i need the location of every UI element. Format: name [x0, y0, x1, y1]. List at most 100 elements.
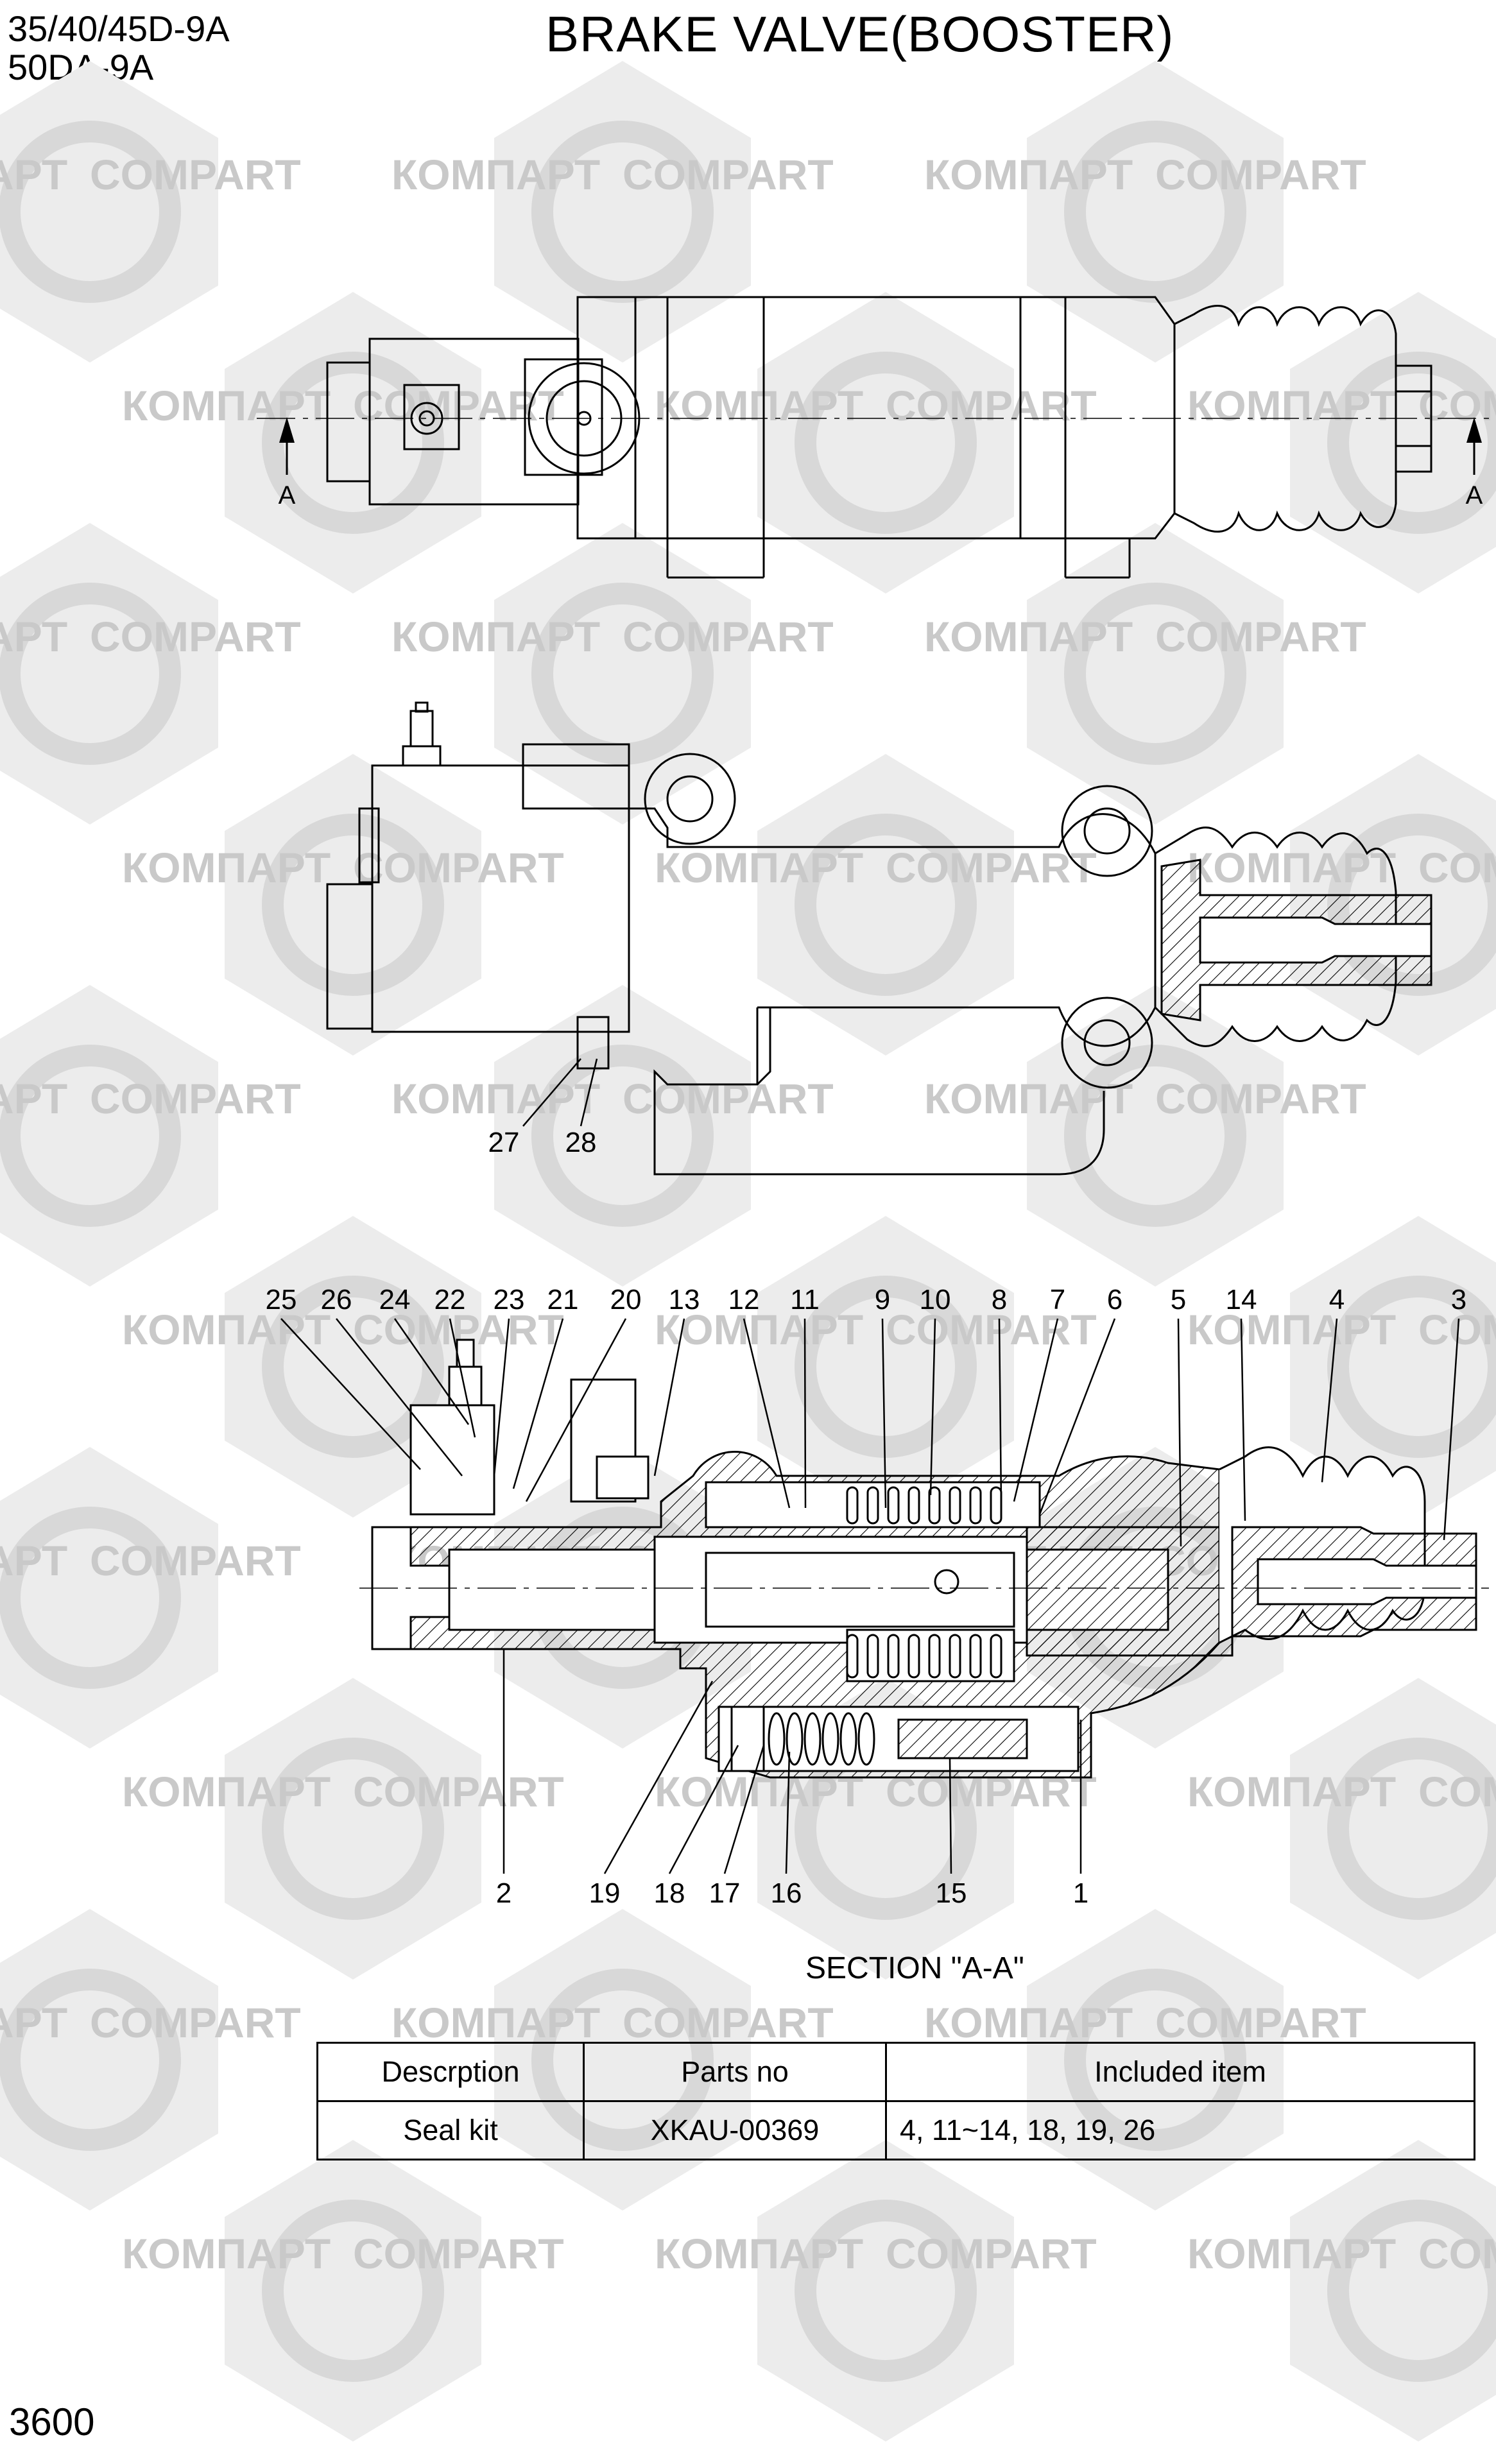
watermark-text: COMPART	[1418, 844, 1496, 891]
callout-21: 21	[547, 1284, 579, 1315]
cell-parts-no: XKAU-00369	[583, 2100, 887, 2160]
callout-15: 15	[936, 1878, 967, 1909]
watermark-text: COMPART	[623, 151, 834, 198]
watermark-text: COMPART	[623, 1075, 834, 1122]
callout-8: 8	[992, 1284, 1007, 1315]
leader-line	[493, 1318, 510, 1476]
leader-line	[668, 1745, 739, 1874]
watermark-text: COMPART	[886, 2230, 1097, 2277]
callout-18: 18	[654, 1878, 685, 1909]
leader-line	[949, 1758, 952, 1874]
callout-24: 24	[379, 1284, 411, 1315]
top-view	[257, 296, 1496, 579]
spring-coil	[990, 1634, 1002, 1679]
watermark-text: КОМПАРТ	[391, 613, 600, 660]
spring-coil	[786, 1712, 804, 1766]
cell-included-item: 4, 11~14, 18, 19, 26	[885, 2100, 1475, 2160]
parts-table: Descrption Parts no Included item Seal k…	[316, 2042, 1475, 2160]
watermark-text: КОМПАРТ	[0, 1537, 67, 1584]
leader-line	[881, 1318, 887, 1509]
watermark-text: КОМПАРТ	[122, 1306, 331, 1353]
watermark-text: COMPART	[90, 1075, 301, 1122]
callout-7: 7	[1050, 1284, 1065, 1315]
watermark-logo: КОМПАРТ COMPART	[924, 61, 1366, 363]
watermark-logo: КОМПАРТ COMPART	[0, 1447, 301, 1749]
spring-coil	[928, 1634, 941, 1679]
spring-coil	[846, 1486, 859, 1525]
watermark-logo: КОМПАРТ COMPART	[655, 292, 1097, 594]
watermark-text: COMPART	[886, 1306, 1097, 1353]
leader-line	[743, 1318, 791, 1509]
watermark-text: COMPART	[353, 844, 564, 891]
callout-leaders	[280, 1318, 1460, 1874]
page-title: BRAKE VALVE(BOOSTER)	[546, 6, 1174, 62]
watermark-text: COMPART	[1418, 2230, 1496, 2277]
watermark-text: КОМПАРТ	[924, 151, 1133, 198]
leader-line	[603, 1681, 714, 1874]
watermark-text: КОМПАРТ	[122, 844, 331, 891]
watermark-text: КОМПАРТ	[0, 1999, 67, 2046]
section-letter-left: A	[279, 481, 296, 509]
side-callout-lines	[522, 1058, 598, 1127]
spring-coil	[857, 1712, 875, 1766]
leader-line	[723, 1745, 765, 1874]
spring-coil	[949, 1634, 961, 1679]
watermark-text: КОМПАРТ	[655, 382, 863, 429]
watermark-text: КОМПАРТ	[391, 1075, 600, 1122]
watermark-logo: КОМПАРТ COMPART	[924, 1909, 1366, 2211]
watermark-text: COMPART	[886, 382, 1097, 429]
leader-line	[653, 1318, 685, 1476]
leader-line	[998, 1318, 1002, 1502]
spring-coil	[804, 1712, 821, 1766]
watermark-text: COMPART	[623, 613, 834, 660]
callout-13: 13	[669, 1284, 700, 1315]
callout-27: 27	[488, 1127, 520, 1158]
section-marker-right: A	[1466, 417, 1483, 509]
callout-22: 22	[434, 1284, 466, 1315]
spring-coil	[821, 1712, 839, 1766]
watermark-text: COMPART	[886, 844, 1097, 891]
watermark-text: КОМПАРТ	[391, 151, 600, 198]
spring-coil	[969, 1634, 982, 1679]
header-included-item: Included item	[885, 2042, 1475, 2102]
callout-3: 3	[1451, 1284, 1466, 1315]
watermark-text: COMPART	[90, 1999, 301, 2046]
callout-6: 6	[1107, 1284, 1122, 1315]
watermark-text: КОМПАРТ	[122, 382, 331, 429]
header-description: Descrption	[316, 2042, 585, 2102]
watermark-text: COMPART	[1418, 1768, 1496, 1815]
watermark-text: COMPART	[1155, 1999, 1366, 2046]
callout-1: 1	[1073, 1878, 1088, 1909]
callout-4: 4	[1329, 1284, 1345, 1315]
watermark-logo: КОМПАРТ COMPART	[391, 985, 834, 1287]
watermark-text: COMPART	[90, 1537, 301, 1584]
spring-coil	[949, 1486, 961, 1525]
watermark-text: COMPART	[623, 1999, 834, 2046]
watermark-logo: КОМПАРТ COMPART	[122, 754, 564, 1056]
callout-10: 10	[920, 1284, 951, 1315]
callout-16: 16	[771, 1878, 802, 1909]
watermark-text: COMPART	[353, 1768, 564, 1815]
leader-line	[512, 1318, 564, 1489]
callout-20: 20	[610, 1284, 642, 1315]
watermark-text: КОМПАРТ	[1187, 1768, 1396, 1815]
leader-line	[1443, 1318, 1460, 1541]
watermark-text: COMPART	[1155, 151, 1366, 198]
leader-line	[280, 1318, 421, 1470]
table-row: Seal kit XKAU-00369 4, 11~14, 18, 19, 26	[316, 2100, 1475, 2160]
spring-coil	[866, 1634, 879, 1679]
leader-line	[449, 1318, 476, 1438]
watermark-text: КОМПАРТ	[924, 1999, 1133, 2046]
callout-11: 11	[790, 1284, 820, 1315]
watermark-text: КОМПАРТ	[391, 1999, 600, 2046]
watermark-text: КОМПАРТ	[924, 1075, 1133, 1122]
model-line-1: 35/40/45D-9A	[8, 8, 230, 49]
